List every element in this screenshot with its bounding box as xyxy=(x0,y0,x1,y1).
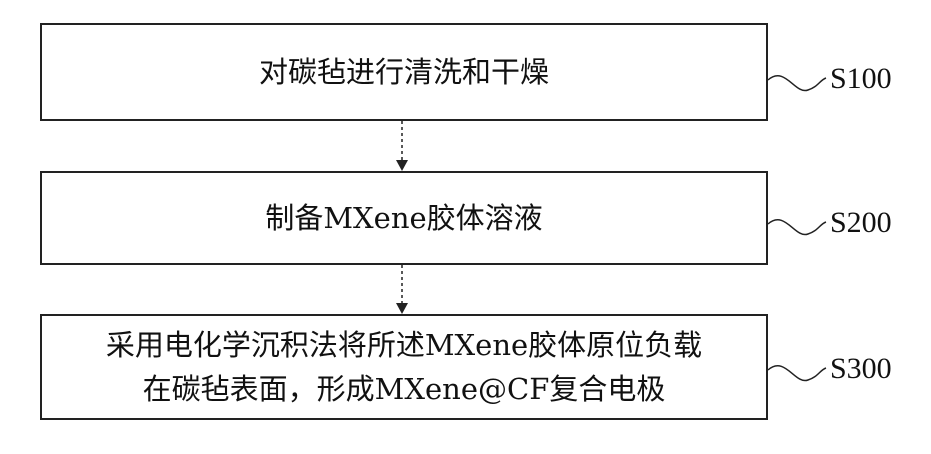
step-text-line-1: 采用电化学沉积法将所述MXene胶体原位负载 xyxy=(106,323,702,367)
step-box-s200: 制备MXene胶体溶液 xyxy=(40,171,768,265)
step-text-line-2: 在碳毡表面，形成MXene@CF复合电极 xyxy=(143,367,666,411)
step-text: 对碳毡进行清洗和干燥 xyxy=(259,50,549,94)
step-label-s200: S200 xyxy=(830,206,892,240)
arrow-2 xyxy=(396,265,408,314)
leader-squiggle-s200 xyxy=(768,220,826,235)
arrow-1 xyxy=(396,121,408,171)
step-label-s300: S300 xyxy=(830,352,892,386)
leader-squiggle-s300 xyxy=(768,366,826,381)
step-text: 制备MXene胶体溶液 xyxy=(265,196,542,240)
leader-squiggle-s100 xyxy=(768,76,826,91)
step-box-s100: 对碳毡进行清洗和干燥 xyxy=(40,23,768,121)
step-box-s300: 采用电化学沉积法将所述MXene胶体原位负载 在碳毡表面，形成MXene@CF复… xyxy=(40,314,768,420)
step-label-s100: S100 xyxy=(830,62,892,96)
